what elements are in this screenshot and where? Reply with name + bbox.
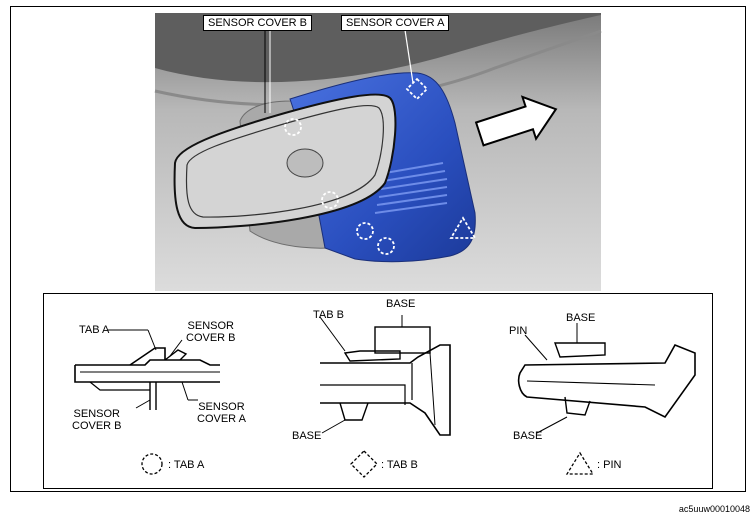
legend-tab-a: : TAB A [168, 459, 205, 471]
label-base-top-right: BASE [566, 312, 596, 324]
label-sensor-cover-a: SENSOR COVER A [197, 401, 246, 425]
label-sensor-cover-b-top: SENSOR COVER B [186, 320, 236, 344]
diamond-icon [350, 450, 378, 478]
label-tab-b: TAB B [313, 309, 344, 321]
figure-id: ac5uuw00010048 [678, 504, 750, 514]
label-pin: PIN [509, 325, 528, 337]
detail-panel [43, 293, 713, 489]
label-base-bottom-right: BASE [513, 430, 543, 442]
callout-sensor-cover-a: SENSOR COVER A [341, 15, 450, 31]
circle-icon [141, 453, 163, 475]
pin-detail-drawing [517, 323, 696, 434]
callout-sensor-cover-b: SENSOR COVER B [203, 15, 313, 31]
label-sensor-cover-b-bottom: SENSOR COVER B [72, 408, 122, 432]
triangle-icon [565, 451, 595, 475]
tab-b-detail-drawing [319, 315, 451, 436]
legend-pin: : PIN [597, 459, 622, 471]
label-base-top-middle: BASE [386, 298, 416, 310]
legend-tab-b: : TAB B [381, 459, 418, 471]
label-base-bottom-middle: BASE [292, 430, 322, 442]
rearview-mirror-illustration [154, 13, 602, 291]
tab-a-detail-drawing [74, 329, 220, 410]
label-tab-a: TAB A [79, 324, 110, 336]
